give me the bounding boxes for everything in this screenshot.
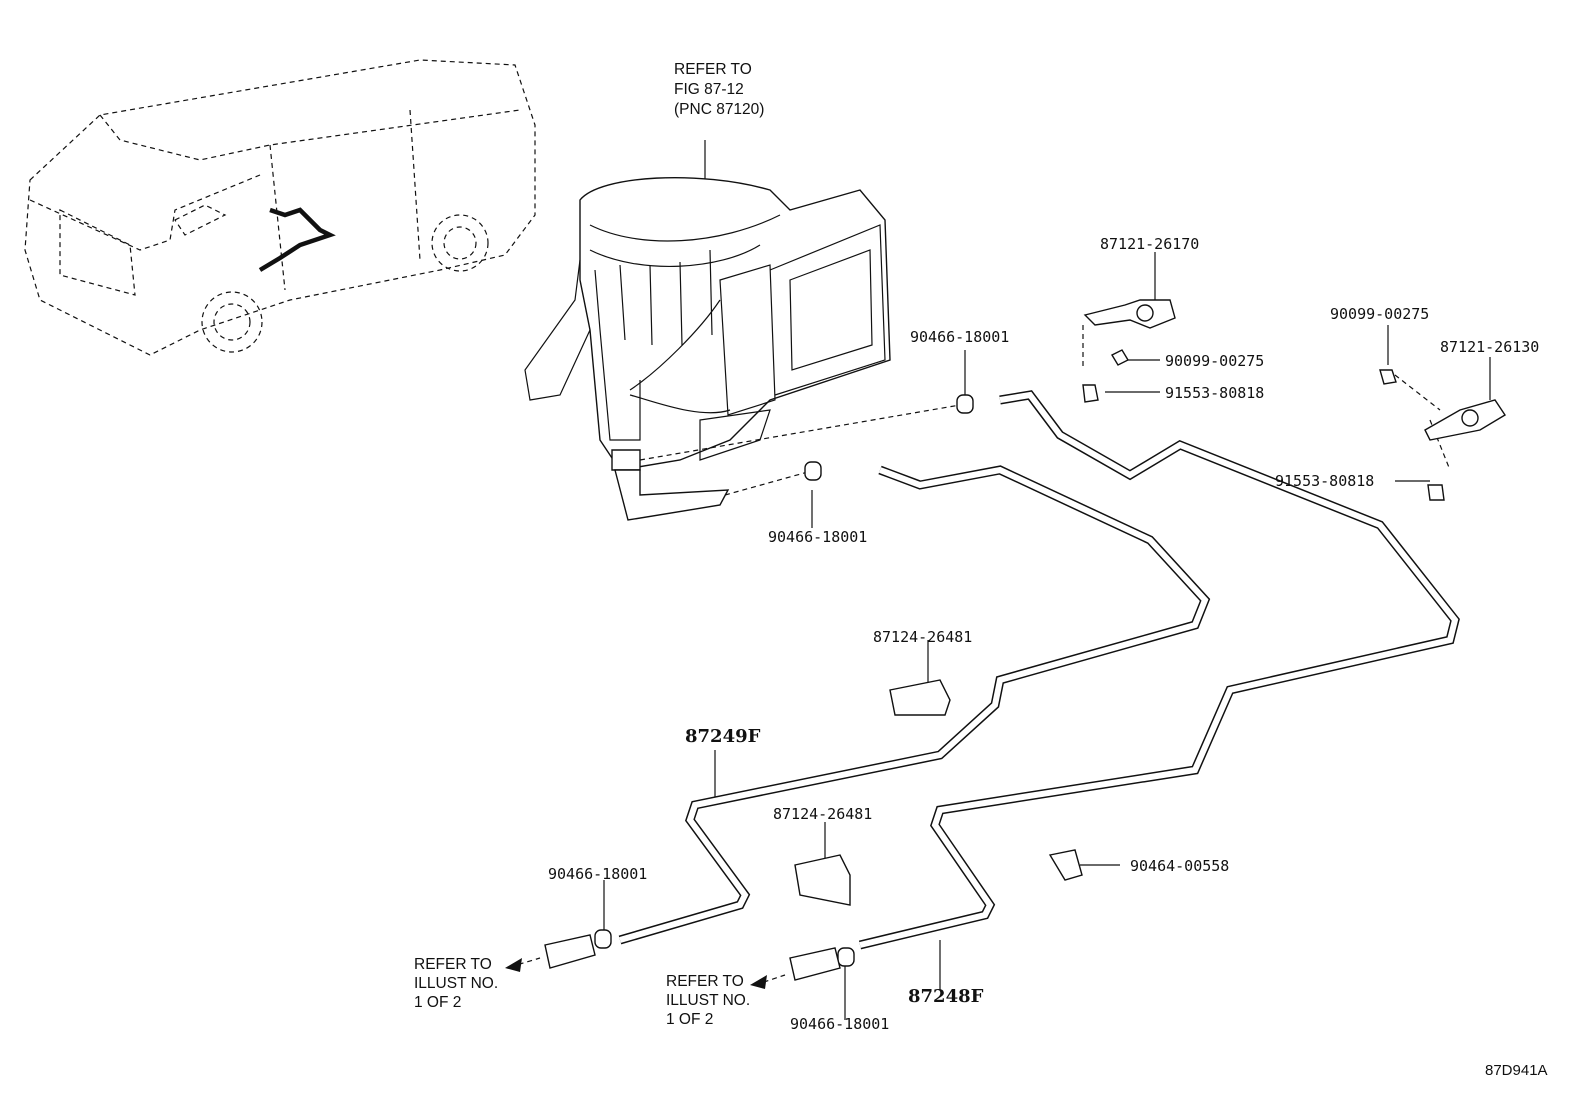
part-label-90464-00558[interactable]: 90464-00558 xyxy=(1130,857,1230,875)
ref-arrows xyxy=(505,957,786,989)
part-label-87249F[interactable]: 87249F xyxy=(685,726,761,747)
van-illustration xyxy=(24,59,536,356)
ref-left-text: REFER TO ILLUST NO. 1 OF 2 xyxy=(414,956,499,1011)
part-label-87124-26481-2[interactable]: 87124-26481 xyxy=(773,805,873,823)
part-label-90099-00275-b[interactable]: 90099-00275 xyxy=(1330,305,1430,323)
van-pipe-highlight xyxy=(258,207,336,272)
part-label-91553-80818-a[interactable]: 91553-80818 xyxy=(1165,384,1265,402)
part-label-87124-26481-1[interactable]: 87124-26481 xyxy=(873,628,973,646)
ref-right-text: REFER TO ILLUST NO. 1 OF 2 xyxy=(666,973,751,1028)
part-label-90466-18001-lower-left[interactable]: 90466-18001 xyxy=(548,865,648,883)
connection-lines xyxy=(639,325,1451,496)
leader-lines xyxy=(603,252,1491,1020)
bolts-screws xyxy=(1082,349,1445,501)
part-label-87121-26170[interactable]: 87121-26170 xyxy=(1100,235,1200,253)
part-label-90466-18001-lower-right[interactable]: 90466-18001 xyxy=(790,1015,890,1033)
part-label-90466-18001-top[interactable]: 90466-18001 xyxy=(910,328,1010,346)
part-label-87121-26130[interactable]: 87121-26130 xyxy=(1440,338,1540,356)
figure-code: 87D941A xyxy=(1485,1062,1548,1079)
part-label-87248F[interactable]: 87248F xyxy=(908,986,984,1007)
part-label-90466-18001-mid[interactable]: 90466-18001 xyxy=(768,528,868,546)
blower-ref-line2: FIG 87-12 xyxy=(674,81,744,98)
part-label-91553-80818-b[interactable]: 91553-80818 xyxy=(1275,472,1375,490)
part-label-90099-00275-a[interactable]: 90099-00275 xyxy=(1165,352,1265,370)
hose-87248F xyxy=(858,390,1460,950)
hose-87249F xyxy=(618,465,1211,945)
blower-unit xyxy=(524,140,891,521)
clamp-brackets xyxy=(794,299,1506,906)
blower-ref-line1: REFER TO xyxy=(674,61,752,78)
blower-ref-line3: (PNC 87120) xyxy=(674,101,765,118)
hose-clips xyxy=(544,394,974,981)
